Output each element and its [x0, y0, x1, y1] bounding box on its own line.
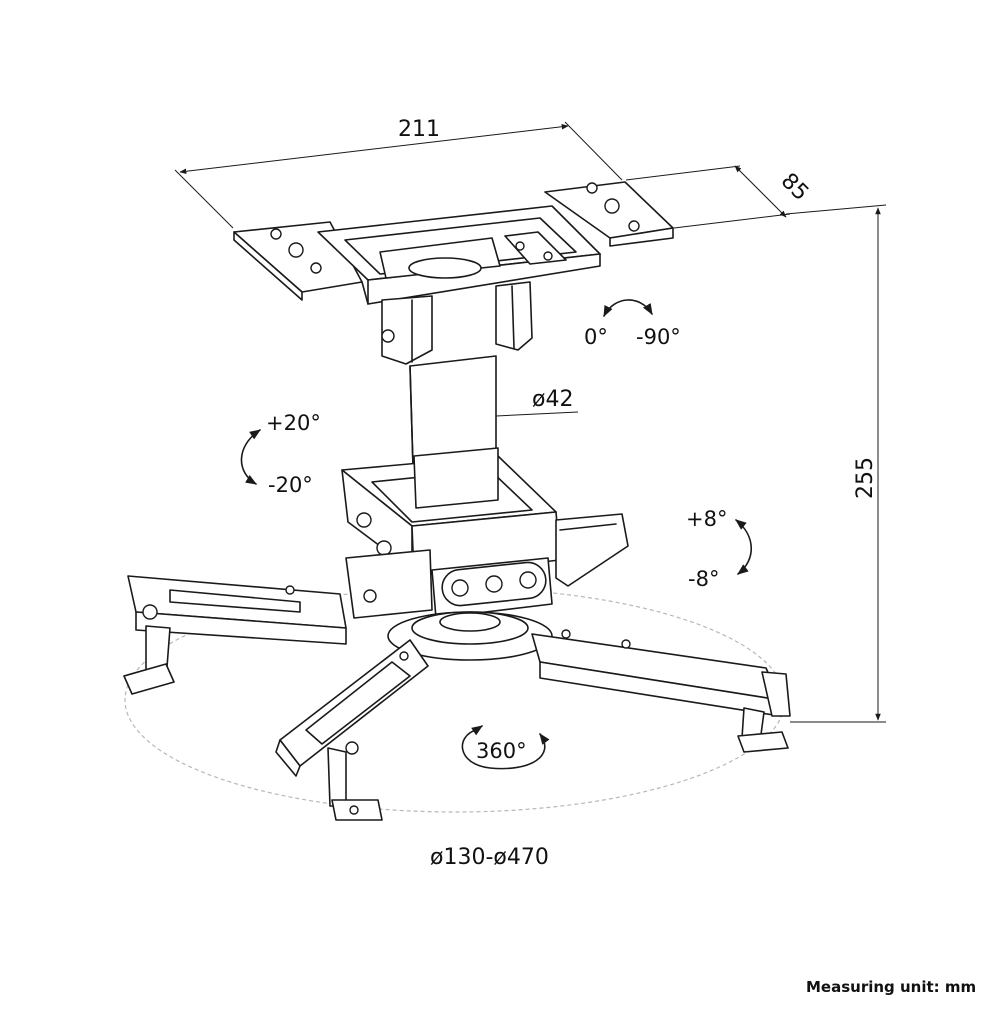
swivel-max-label: -90°: [636, 325, 681, 349]
arm-right: [531, 629, 791, 753]
upper-bracket: [381, 281, 533, 365]
tilt-up-label: +20°: [266, 411, 321, 435]
tilt-arrow-icon: [240, 429, 261, 485]
bolt-icon: [451, 579, 469, 597]
height-label: 255: [853, 457, 878, 499]
dimension-height: 255: [785, 204, 887, 723]
rotation-label: 360°: [476, 739, 527, 763]
width-label: 211: [398, 117, 440, 142]
level-down-label: -8°: [688, 567, 719, 591]
plate-hole-icon: [586, 182, 598, 194]
arm-range-label: ø130-ø470: [430, 845, 549, 870]
pole-diameter-label: ø42: [532, 387, 573, 412]
arm-front-left: [275, 639, 429, 821]
plate-hole-icon: [628, 220, 640, 232]
dimension-width: 211: [174, 117, 623, 229]
swivel-min-label: 0°: [584, 325, 608, 349]
tilt-down-label: -20°: [268, 473, 313, 497]
rotation-arrow-icon: [461, 725, 550, 770]
bolt-icon: [519, 571, 537, 589]
bolt-icon: [485, 575, 503, 593]
adjustment-block: [345, 549, 553, 619]
arm-left: [123, 575, 347, 695]
rotation-base: [387, 611, 553, 661]
level-arrow-icon: [735, 519, 752, 575]
level-up-label: +8°: [686, 507, 727, 531]
plate-hole-icon: [515, 241, 525, 251]
plate-hole-icon: [543, 251, 553, 261]
plate-hole-icon: [604, 198, 620, 214]
measuring-unit-label: Measuring unit: mm: [806, 978, 976, 996]
depth-label: 85: [776, 169, 813, 206]
plate-hole-icon: [270, 228, 282, 240]
swivel-arrow-icon: [603, 299, 653, 318]
plate-hole-icon: [310, 262, 322, 274]
plate-hole-icon: [288, 242, 304, 258]
ceiling-plate: [233, 181, 674, 305]
